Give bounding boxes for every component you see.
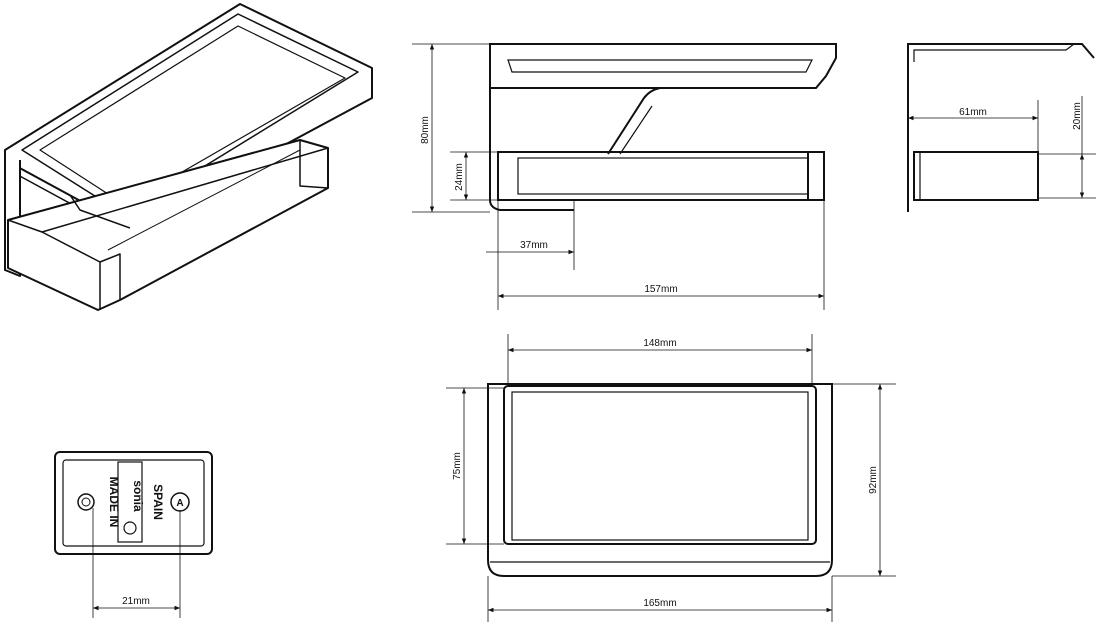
top-view-tray — [503, 385, 817, 545]
top-view-tray-inner — [511, 391, 809, 541]
shelf-tray-rim — [21, 13, 359, 216]
bracket — [69, 194, 131, 229]
dim-label-75: 75mm — [452, 452, 463, 480]
side-plate — [489, 88, 574, 211]
plate-mark-a: A — [176, 498, 183, 509]
arm-cap — [99, 253, 121, 300]
dim-label-21: 21mm — [122, 596, 150, 607]
side-view-dimensions — [412, 43, 825, 310]
arm-end-cap — [299, 140, 329, 189]
dim-label-24: 24mm — [454, 163, 465, 191]
brand-logo — [123, 521, 137, 535]
end-view-shelf-inner — [913, 43, 1075, 62]
end-view-dimensions — [908, 96, 1096, 199]
arm-detail — [107, 149, 301, 251]
side-view — [489, 43, 837, 211]
side-arm-upright — [607, 87, 816, 155]
isometric-view — [4, 3, 373, 311]
side-shelf — [489, 43, 837, 89]
dim-label-80: 80mm — [420, 116, 431, 144]
top-view-dimensions — [446, 334, 896, 622]
plate-outer — [54, 451, 213, 555]
plate-inner — [62, 459, 205, 547]
end-view-arm — [913, 151, 1039, 201]
side-arm-inner — [517, 157, 809, 195]
screw-mark-left-inner — [81, 497, 91, 507]
shelf-tray-inner — [39, 25, 346, 206]
dim-label-61: 61mm — [959, 107, 987, 118]
dim-label-157: 157mm — [644, 284, 677, 295]
plate-text-made-in: MADE IN — [107, 477, 121, 528]
side-arm-endcap — [807, 151, 825, 201]
back-plate-view — [54, 451, 213, 555]
dim-label-148: 148mm — [643, 338, 676, 349]
side-arm-upright-inner — [619, 105, 653, 155]
dim-label-20: 20mm — [1072, 102, 1083, 130]
side-arm — [497, 151, 825, 201]
side-shelf-inner — [507, 59, 813, 73]
plate-dimensions — [92, 508, 181, 618]
dim-label-37: 37mm — [520, 240, 548, 251]
end-view-shelf — [907, 43, 1095, 212]
dim-label-92: 92mm — [868, 466, 879, 494]
screw-mark-left — [77, 493, 95, 511]
plate-text-brand: sonia — [131, 480, 145, 512]
dim-label-165: 165mm — [643, 598, 676, 609]
end-view — [907, 43, 1095, 212]
plate-text-spain: SPAIN — [151, 484, 165, 520]
top-view — [487, 383, 833, 577]
arm-top — [7, 139, 329, 233]
brand-box — [117, 461, 143, 543]
top-view-outline — [487, 383, 833, 577]
